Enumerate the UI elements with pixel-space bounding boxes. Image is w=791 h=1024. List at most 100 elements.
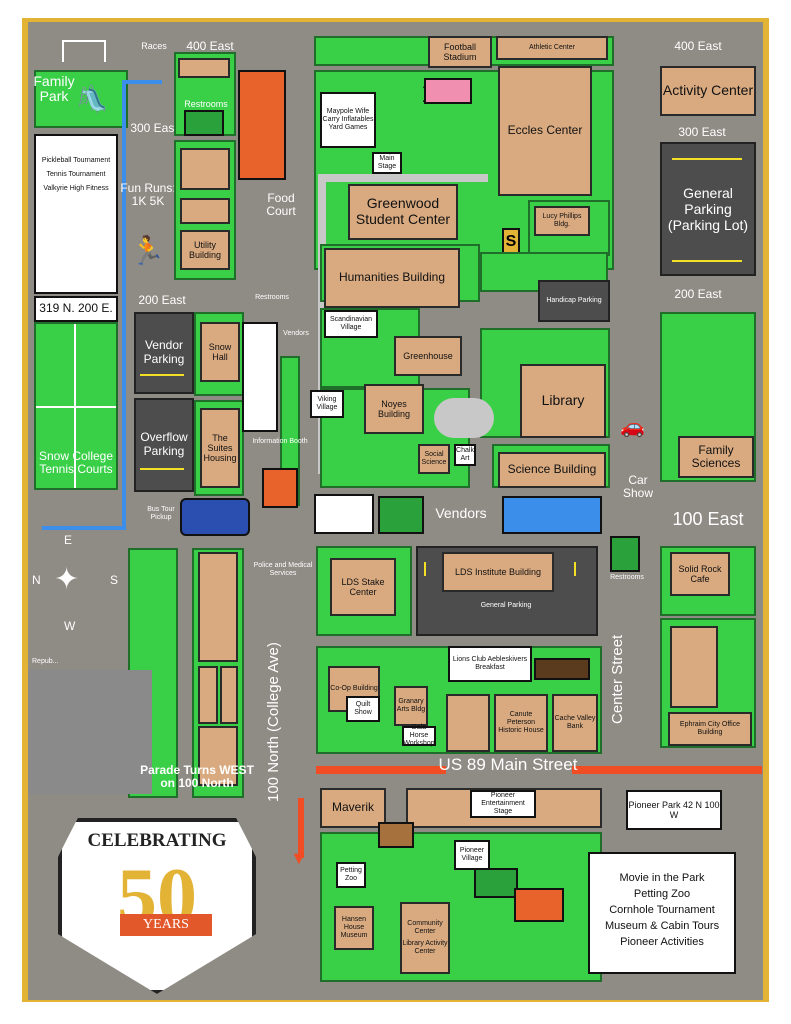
- parking-stripe: [424, 562, 426, 576]
- greenhouse[interactable]: Greenhouse: [394, 336, 462, 376]
- parking-stripes: [140, 468, 184, 470]
- snow-hall[interactable]: Snow Hall: [200, 322, 240, 382]
- street-100-east: 100 East: [672, 509, 744, 529]
- tournament-item: Valkyrie High Fitness: [43, 185, 109, 192]
- ephraim-city-office[interactable]: Ephraim City Office Building: [668, 712, 752, 746]
- lions-breakfast[interactable]: Lions Club Aebleskivers Breakfast: [448, 646, 532, 682]
- race-route-vertical: [122, 80, 126, 530]
- cache-valley-bank[interactable]: Cache Valley Bank: [552, 694, 598, 752]
- building: [670, 626, 718, 708]
- science-building[interactable]: Science Building: [498, 452, 606, 488]
- compass-south: S: [110, 573, 119, 587]
- family-park-area[interactable]: [34, 70, 128, 128]
- car-show-label: Car Show: [622, 473, 654, 501]
- portable-toilet-icon: [610, 536, 640, 572]
- vendors-side-label: Vendors: [283, 330, 309, 337]
- activities-list: Movie in the Park Petting Zoo Cornhole T…: [594, 870, 730, 950]
- restrooms-downtown-label: Restrooms: [610, 574, 644, 581]
- parade-arrow: [298, 798, 304, 858]
- vendor-tent-icon: [378, 496, 424, 534]
- vendors-big-label: Vendors: [435, 505, 487, 521]
- arrow-down-icon: ▼: [290, 848, 308, 868]
- general-parking-label: General Parking: [480, 602, 532, 609]
- chalk-art[interactable]: Chalk Art: [454, 444, 476, 466]
- overflow-parking[interactable]: Overflow Parking: [134, 398, 194, 492]
- parking-stripes: [140, 374, 184, 376]
- swing-icon: 🛝: [76, 84, 109, 114]
- community-center[interactable]: Community Center Library Activity Center: [400, 902, 450, 974]
- lds-institute[interactable]: LDS Institute Building: [442, 552, 554, 592]
- solid-rock-cafe[interactable]: Solid Rock Cafe: [670, 552, 730, 596]
- compass-rose-icon: ✦: [54, 563, 80, 596]
- scandinavian-village[interactable]: Scandinavian Village: [324, 310, 378, 338]
- maypole-panel: Maypole Wife Carry Inflatables Yard Game…: [320, 92, 376, 148]
- info-booth-label: Information Booth: [252, 438, 308, 445]
- vendor-parking[interactable]: Vendor Parking: [134, 312, 194, 394]
- lucy-phillips-building[interactable]: Lucy Phillips Bldg.: [534, 206, 590, 236]
- athletic-center[interactable]: Athletic Center: [496, 36, 608, 60]
- tournaments-panel: [34, 134, 118, 294]
- social-science[interactable]: Social Science: [418, 444, 450, 474]
- pioneer-stage[interactable]: Pioneer Entertainment Stage: [470, 790, 536, 818]
- activity-item: Movie in the Park: [619, 872, 705, 884]
- noyes-building[interactable]: Noyes Building: [364, 384, 424, 434]
- granary-arts[interactable]: Granary Arts Bldg: [394, 686, 428, 726]
- badge-top: CELEBRATING: [87, 830, 227, 851]
- tennis-courts-label: Snow College Tennis Courts: [38, 449, 114, 477]
- pioneer-village[interactable]: Pioneer Village: [454, 840, 490, 870]
- activities-panel: [588, 852, 736, 974]
- parade-note-bg: [28, 670, 152, 794]
- street-200-east-right: 200 East: [674, 287, 722, 301]
- petting-zoo[interactable]: Petting Zoo: [336, 862, 366, 888]
- restrooms-mid-label: Restrooms: [255, 294, 289, 301]
- viking-mascot-icon: 🏃: [130, 235, 165, 266]
- building: [180, 198, 230, 224]
- pioneer-park-address: Pioneer Park 42 N 100 W: [626, 790, 722, 830]
- race-route-top: [122, 80, 162, 84]
- street-400-east-left: 400 East: [186, 39, 234, 53]
- quilt-show[interactable]: Quilt Show: [346, 696, 380, 722]
- street-300-east-left: 300 East: [130, 121, 178, 135]
- humanities-building[interactable]: Humanities Building: [324, 248, 460, 308]
- maverik[interactable]: Maverik: [320, 788, 386, 828]
- utility-building[interactable]: Utility Building: [180, 230, 230, 270]
- street-300-east-right: 300 East: [678, 125, 726, 139]
- building: [180, 148, 230, 190]
- portable-toilet-icon: [184, 110, 224, 136]
- vendor-tent-icon: [242, 322, 278, 432]
- general-parking-lot[interactable]: General Parking (Parking Lot): [660, 142, 756, 276]
- canute-peterson-house[interactable]: Canute Peterson Historic House: [494, 694, 548, 752]
- parking-stripe: [574, 562, 576, 576]
- library[interactable]: Library: [520, 364, 606, 438]
- building: [198, 666, 218, 724]
- viking-village[interactable]: Viking Village: [310, 390, 344, 418]
- lds-stake-center[interactable]: LDS Stake Center: [330, 558, 396, 616]
- inflatable-icon: [424, 78, 472, 104]
- building: [198, 552, 238, 662]
- hansen-house-museum[interactable]: Hansen House Museum: [334, 906, 374, 950]
- police-label: Police and Medical Services: [253, 562, 313, 577]
- gold-border-bottom: [22, 998, 769, 1002]
- family-sciences[interactable]: Family Sciences: [678, 436, 754, 478]
- suites-housing[interactable]: The Suites Housing: [200, 408, 240, 488]
- race-route-bottom: [42, 526, 126, 530]
- food-truck-icon: [474, 868, 518, 898]
- building: [178, 58, 230, 78]
- football-stadium[interactable]: Football Stadium: [428, 36, 492, 68]
- main-stage[interactable]: Main Stage: [372, 152, 402, 174]
- dala-horse-workshop[interactable]: Dala Horse Workshop: [402, 723, 436, 748]
- handicap-parking[interactable]: Handicap Parking: [538, 280, 610, 322]
- vendor-tent-icon: [502, 496, 602, 534]
- street-200-east-left: 200 East: [138, 293, 186, 307]
- tent-icon: [62, 40, 106, 62]
- center-street: Center Street: [609, 634, 626, 724]
- tournament-item: Tennis Tournament: [46, 171, 106, 178]
- races-label: Races: [141, 41, 167, 51]
- greenwood-student-center[interactable]: Greenwood Student Center: [348, 184, 458, 240]
- walkway: [318, 174, 488, 182]
- eccles-center[interactable]: Eccles Center: [498, 66, 592, 196]
- street-400-east-right: 400 East: [674, 39, 722, 53]
- building: [198, 726, 238, 786]
- activity-center[interactable]: Activity Center: [660, 66, 756, 116]
